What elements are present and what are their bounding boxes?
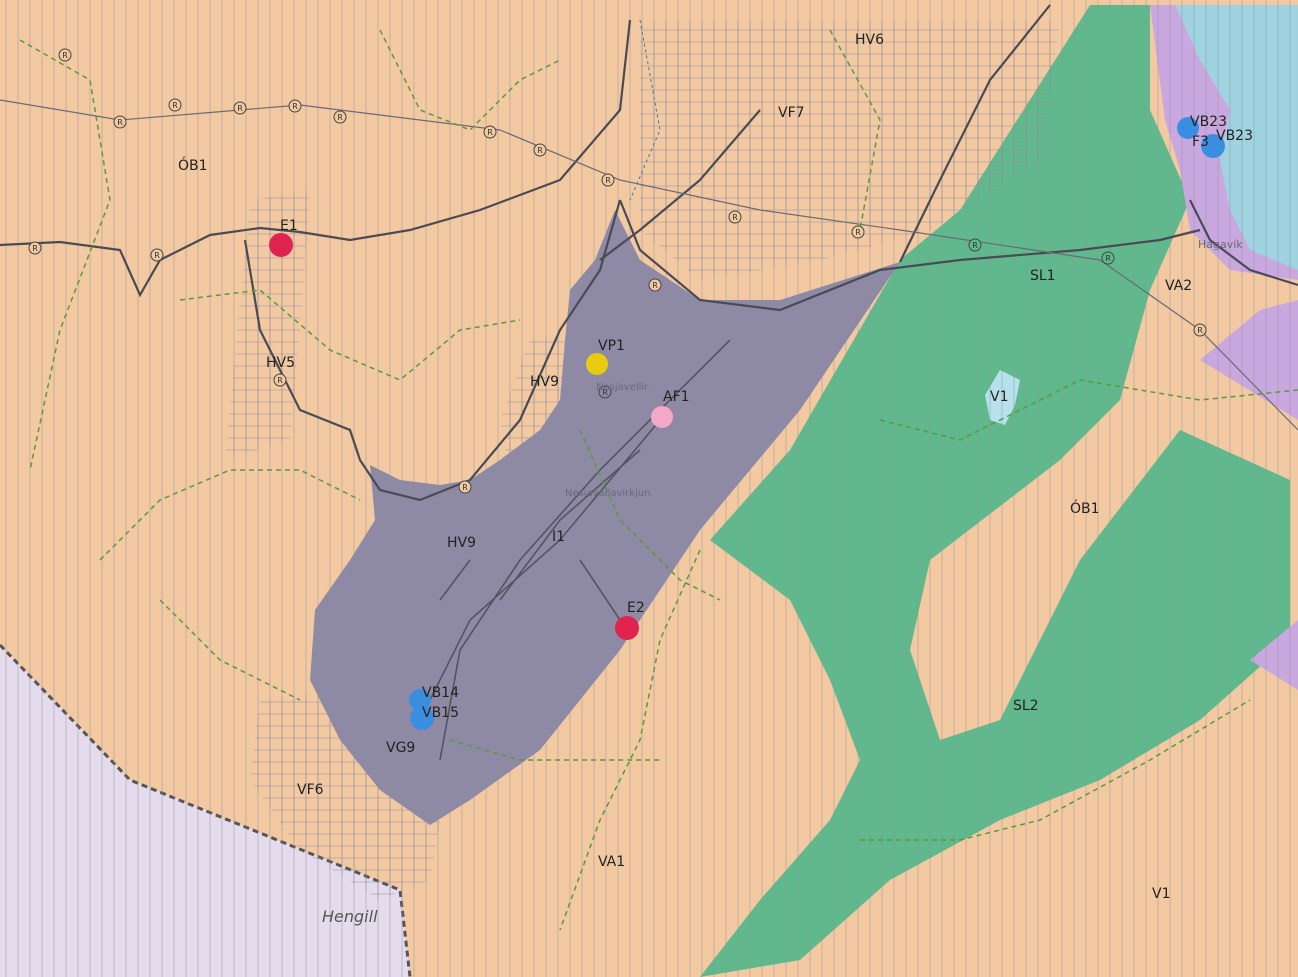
road-r-symbol: R — [1197, 326, 1203, 335]
zone-label: VA2 — [1165, 278, 1192, 294]
road-r-symbol: R — [1105, 254, 1111, 263]
marker-vp1 — [586, 353, 608, 375]
road-r-icon: R — [28, 241, 42, 255]
highway-thin — [0, 99, 1298, 431]
road-r-icon: R — [168, 98, 182, 112]
zone-boundary-dashed — [629, 19, 661, 201]
road-r-icon: R — [483, 125, 497, 139]
zone-label: HV6 — [855, 32, 884, 48]
road-r-icon: R — [968, 238, 982, 252]
zone-label: VA1 — [598, 854, 625, 870]
road-r-symbol: R — [487, 128, 493, 137]
zone-label: VB23 — [1216, 128, 1253, 144]
zone-label: VF6 — [297, 782, 324, 798]
road-r-symbol: R — [62, 51, 68, 60]
road-r-symbol: R — [172, 101, 178, 110]
road-r-symbol: R — [32, 244, 38, 253]
road-r-icon: R — [648, 278, 662, 292]
zone-labels: HV6 VF7 ÓB1 E1 HV5 VP1 HV9 AF1 I1 HV9 E2… — [178, 32, 1253, 902]
road-r-symbol: R — [462, 483, 468, 492]
marker-vb23-b — [1201, 134, 1225, 158]
road-r-symbol: R — [602, 388, 608, 397]
roads — [0, 4, 1298, 502]
recreation-grid-vf6 — [250, 680, 450, 900]
trails — [19, 29, 1298, 931]
road-r-icon: R — [1193, 323, 1207, 337]
zone-label: V1 — [1152, 886, 1170, 902]
road-markers: R R R R R R R R R R R R R R R R R R R R — [28, 48, 1207, 494]
road-r-symbol: R — [537, 146, 543, 155]
marker-vb23-a — [1177, 117, 1199, 139]
zone-label: VP1 — [598, 338, 625, 354]
recreation-grid-hv5 — [225, 190, 310, 460]
place-names: Hengill Hagavík Nesjavallavirkjun Nesjav… — [322, 238, 1243, 926]
road-r-icon: R — [113, 115, 127, 129]
road-r-icon: R — [533, 143, 547, 157]
road-r-symbol: R — [732, 213, 738, 222]
road-r-icon: R — [851, 225, 865, 239]
road-r-symbol: R — [972, 241, 978, 250]
zone-label: AF1 — [663, 389, 690, 405]
road-r-icon: R — [598, 385, 612, 399]
marker-vb14 — [409, 689, 431, 711]
road-r-icon: R — [458, 480, 472, 494]
marker-af1 — [651, 406, 673, 428]
recreation-grid-vf7 — [640, 20, 1060, 280]
zone-label: VB15 — [422, 705, 459, 721]
road-r-symbol: R — [337, 113, 343, 122]
recreation-grid-hv9 — [500, 330, 600, 480]
road-r-symbol: R — [277, 376, 283, 385]
zone-label: ÓB1 — [1070, 499, 1100, 517]
road-r-symbol: R — [292, 102, 298, 111]
zone-label: V1 — [990, 389, 1008, 405]
zone-label: HV9 — [447, 535, 476, 551]
marker-e1 — [269, 233, 293, 257]
zone-label: E2 — [627, 600, 645, 616]
point-markers — [269, 117, 1225, 730]
road-r-symbol: R — [237, 104, 243, 113]
zone-label: I1 — [552, 529, 565, 545]
place-name-hengill: Hengill — [322, 907, 378, 926]
zone-label: SL1 — [1030, 268, 1056, 284]
zone-label: HV5 — [266, 355, 295, 371]
road-r-symbol: R — [652, 281, 658, 290]
place-name-nesjavellir: Nesjavellir — [596, 382, 649, 393]
place-name-nesjavallavirkjun: Nesjavallavirkjun — [565, 488, 651, 499]
zone-label: HV9 — [530, 374, 559, 390]
place-name-hagavik: Hagavík — [1198, 238, 1243, 251]
road-r-symbol: R — [605, 176, 611, 185]
road-r-icon: R — [273, 373, 287, 387]
zone-label: VB14 — [422, 685, 459, 701]
zone-label: VB23 — [1190, 114, 1227, 130]
marker-e2 — [615, 616, 639, 640]
zone-label: SL2 — [1013, 698, 1039, 714]
local-roads — [429, 339, 731, 761]
road-r-icon: R — [601, 173, 615, 187]
road-r-icon: R — [58, 48, 72, 62]
road-r-icon: R — [150, 248, 164, 262]
road-r-symbol: R — [855, 228, 861, 237]
zone-label: F3 — [1192, 134, 1209, 150]
road-r-icon: R — [333, 110, 347, 124]
road-r-icon: R — [233, 101, 247, 115]
road-r-symbol: R — [154, 251, 160, 260]
zone-label: ÓB1 — [178, 156, 208, 174]
road-r-icon: R — [1101, 251, 1115, 265]
marker-vb15 — [410, 706, 434, 730]
road-r-icon: R — [728, 210, 742, 224]
zone-label: VF7 — [778, 105, 805, 121]
zone-label: VG9 — [386, 740, 415, 756]
road-r-symbol: R — [117, 118, 123, 127]
zone-label: E1 — [280, 218, 298, 234]
road-r-icon: R — [288, 99, 302, 113]
